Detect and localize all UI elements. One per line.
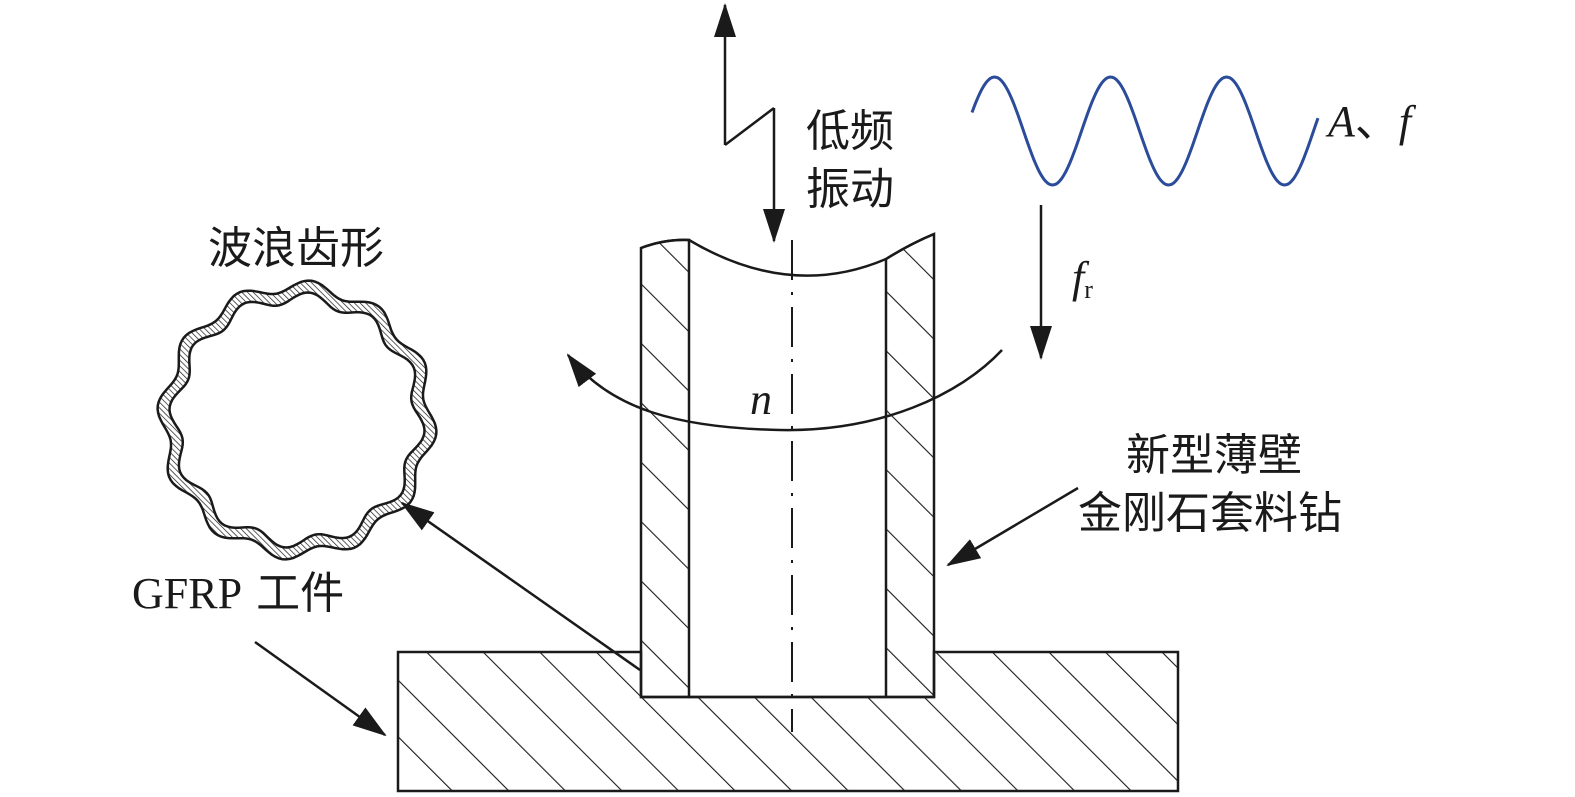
workpiece-label-latin: GFRP <box>132 569 242 618</box>
drill-top-edge <box>640 232 935 277</box>
tool-label-line2: 金刚石套料钻 <box>1078 488 1342 539</box>
workpiece-plate-hatched-body <box>396 650 1180 793</box>
drill-left-wall <box>639 238 691 699</box>
wave-tooth-ring <box>156 279 438 561</box>
vibration-arrow <box>714 3 785 243</box>
vibration-label-line1: 低频 <box>806 106 894 157</box>
amplitude-separator: 、 <box>1355 96 1399 147</box>
ring-pointer-arrow <box>400 501 641 672</box>
core-drill-tube <box>639 232 936 732</box>
amplitude-frequency-label: A、f <box>1325 96 1417 147</box>
vibration-sine-wave <box>970 75 1320 187</box>
tool-label-line1: 新型薄壁 <box>1126 430 1302 481</box>
drill-right-wall <box>884 232 936 699</box>
workpiece-label: GFRP 工件 <box>132 568 344 619</box>
workpiece-pointer-arrow <box>254 640 387 737</box>
feed-subscript: r <box>1084 275 1093 304</box>
rotation-arrow <box>566 349 1003 432</box>
rotation-label: n <box>750 375 772 424</box>
tool-pointer-arrow <box>946 486 1079 567</box>
frequency-symbol: f <box>1399 97 1417 146</box>
workpiece-plate <box>396 650 1180 793</box>
wave-tooth-label: 波浪齿形 <box>208 223 384 274</box>
feed-label: fr <box>1072 253 1093 304</box>
vibration-label-line2: 振动 <box>806 164 894 215</box>
workpiece-label-cjk: 工件 <box>256 568 344 619</box>
amplitude-symbol: A <box>1325 97 1356 146</box>
